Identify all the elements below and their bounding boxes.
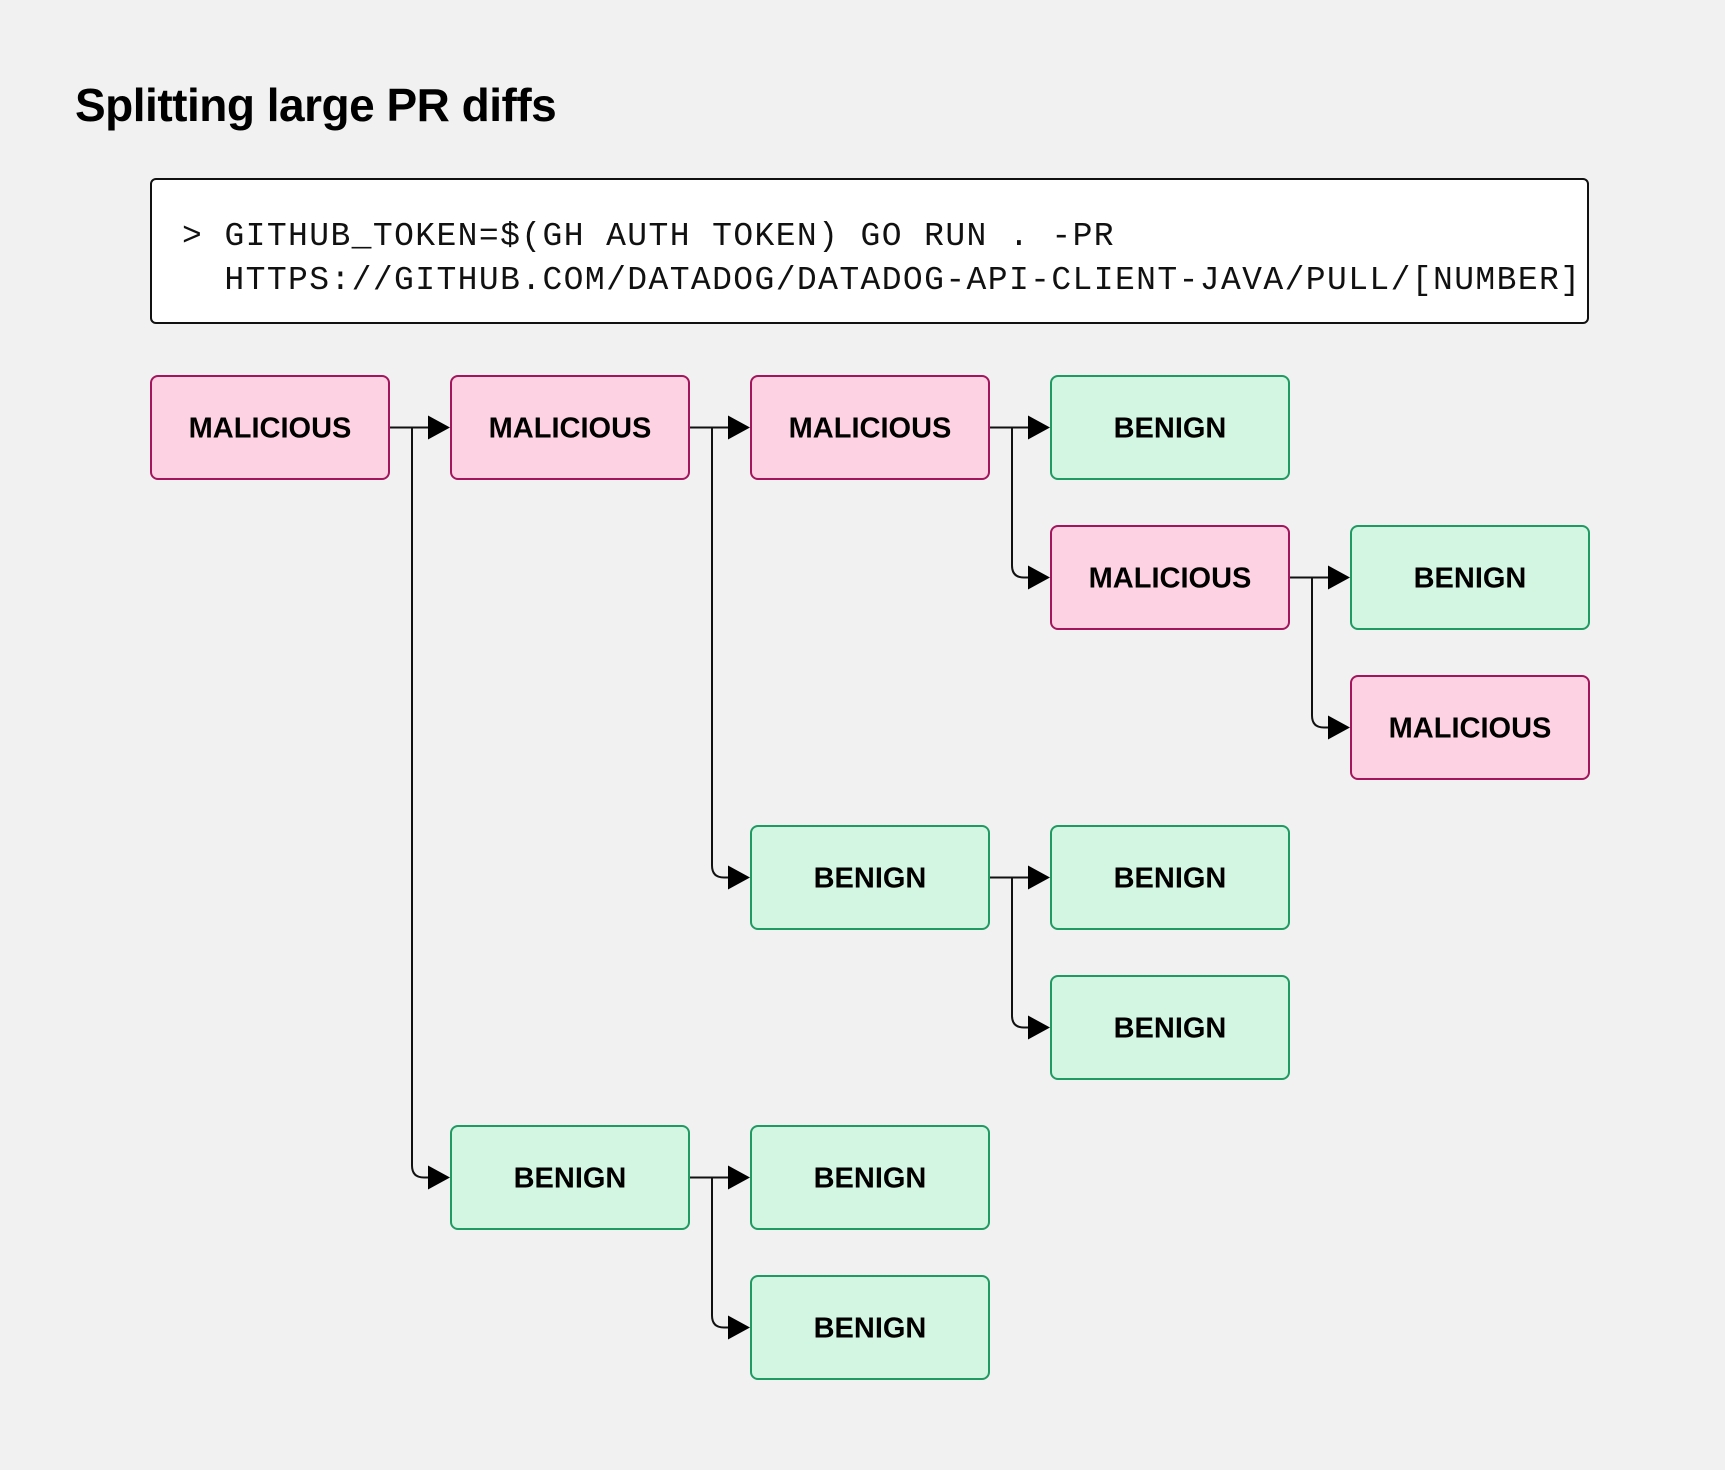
connector-line xyxy=(411,427,430,1179)
command-text: GITHUB_TOKEN=$(GH AUTH TOKEN) GO RUN . -… xyxy=(224,218,1115,255)
malicious-node xyxy=(450,375,690,480)
arrow-head-icon xyxy=(1028,415,1050,440)
malicious-node xyxy=(150,375,390,480)
benign-node xyxy=(750,1125,990,1230)
node-label: BENIGN xyxy=(1114,863,1227,895)
malicious-node xyxy=(1050,525,1290,630)
benign-node xyxy=(1050,825,1290,930)
node-label: BENIGN xyxy=(1114,413,1227,445)
node-label: MALICIOUS xyxy=(789,413,952,445)
arrow-head-icon xyxy=(1328,565,1350,590)
benign-node xyxy=(1050,375,1290,480)
malicious-node xyxy=(750,375,990,480)
arrow-head-icon xyxy=(1328,715,1350,740)
arrow-head-icon xyxy=(1028,865,1050,890)
connector-line xyxy=(711,1177,730,1329)
node-label: BENIGN xyxy=(1414,563,1527,595)
connector-line xyxy=(1011,877,1030,1029)
connector-line xyxy=(1311,577,1330,729)
node-label: BENIGN xyxy=(814,863,927,895)
benign-node xyxy=(750,825,990,930)
node-label: BENIGN xyxy=(814,1163,927,1195)
command-line-1: > GITHUB_TOKEN=$(GH AUTH TOKEN) GO RUN .… xyxy=(182,218,1115,255)
arrow-head-icon xyxy=(728,415,750,440)
connector-line xyxy=(711,427,730,879)
arrow-head-icon xyxy=(428,415,450,440)
node-label: BENIGN xyxy=(1114,1013,1227,1045)
node-label: BENIGN xyxy=(814,1313,927,1345)
node-label: MALICIOUS xyxy=(489,413,652,445)
arrow-head-icon xyxy=(728,1315,750,1340)
command-url: HTTPS://GITHUB.COM/DATADOG/DATADOG-API-C… xyxy=(224,262,1582,299)
arrow-head-icon xyxy=(728,865,750,890)
connector-line xyxy=(1011,427,1030,579)
command-line-2: HTTPS://GITHUB.COM/DATADOG/DATADOG-API-C… xyxy=(182,262,1581,299)
benign-node xyxy=(1350,525,1590,630)
benign-node xyxy=(1050,975,1290,1080)
arrow-head-icon xyxy=(428,1165,450,1190)
arrow-head-icon xyxy=(1028,1015,1050,1040)
node-label: BENIGN xyxy=(514,1163,627,1195)
node-label: MALICIOUS xyxy=(189,413,352,445)
node-label: MALICIOUS xyxy=(1389,713,1552,745)
benign-node xyxy=(750,1275,990,1380)
page-title: Splitting large PR diffs xyxy=(75,79,557,131)
node-label: MALICIOUS xyxy=(1089,563,1252,595)
benign-node xyxy=(450,1125,690,1230)
prompt-symbol: > xyxy=(182,218,204,255)
malicious-node xyxy=(1350,675,1590,780)
arrow-head-icon xyxy=(728,1165,750,1190)
command-block: > GITHUB_TOKEN=$(GH AUTH TOKEN) GO RUN .… xyxy=(150,178,1589,324)
arrow-head-icon xyxy=(1028,565,1050,590)
